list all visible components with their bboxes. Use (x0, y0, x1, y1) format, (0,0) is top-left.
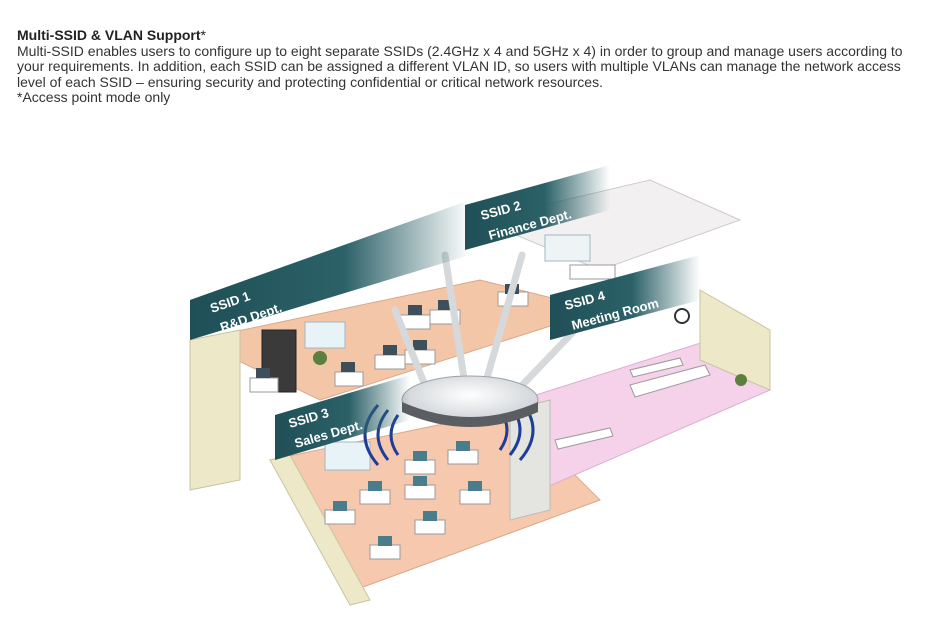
wireless-router (391, 251, 579, 427)
plant-rd (313, 351, 327, 365)
meeting-tables (554, 357, 711, 450)
office-network-illustration: SSID 1 R&D Dept. SSID 2 Finance Dept. SS… (189, 165, 771, 606)
feature-description-block: Multi-SSID & VLAN Support* Multi-SSID en… (17, 27, 927, 106)
title-footnote-mark: * (200, 27, 206, 43)
section-title: Multi-SSID & VLAN Support* (17, 27, 927, 44)
section-description: Multi-SSID enables users to configure up… (17, 42, 903, 90)
section-footnote: *Access point mode only (17, 89, 171, 105)
whiteboard-rd (304, 321, 346, 349)
section-title-text: Multi-SSID & VLAN Support (17, 27, 201, 43)
whiteboard-sales (324, 441, 371, 471)
monitors-rd (256, 300, 452, 378)
plant-meeting (735, 374, 747, 386)
clock-icon (674, 308, 690, 324)
whiteboard-finance (544, 234, 591, 262)
wall-left (189, 329, 241, 491)
monitors-sales (333, 441, 482, 546)
wall-right (699, 289, 771, 391)
